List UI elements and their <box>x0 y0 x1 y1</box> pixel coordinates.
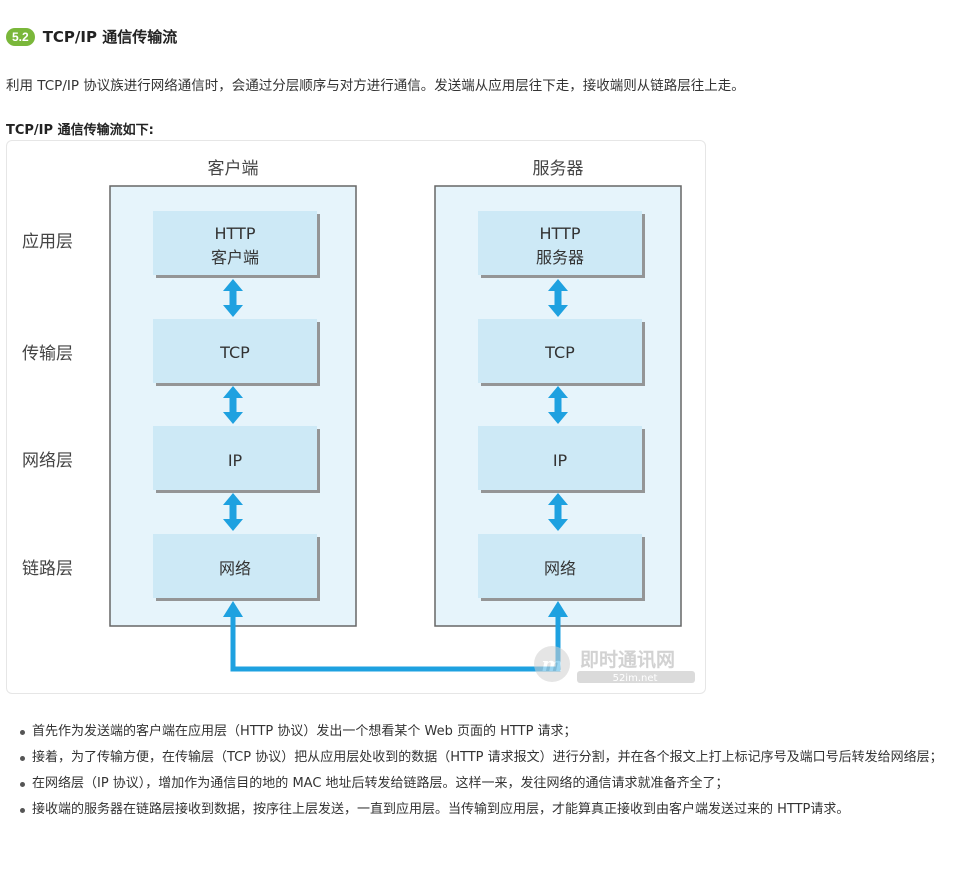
client-arrow-network-link <box>223 493 243 531</box>
server-box-tcp-label: TCP <box>544 343 575 362</box>
client-column-title: 客户端 <box>208 159 259 179</box>
list-item: 在网络层（IP 协议），增加作为通信目的地的 MAC 地址后转发给链路层。这样一… <box>20 774 950 794</box>
section-heading: 5.2 TCP/IP 通信传输流 <box>6 26 177 47</box>
bullet-dot <box>20 730 25 735</box>
client-link-arrowhead <box>223 601 243 617</box>
server-box-tcp: TCP <box>478 319 642 383</box>
svg-text:m: m <box>541 652 562 676</box>
layer-label-link: 链路层 <box>22 559 73 579</box>
list-item: 接收端的服务器在链路层接收到数据，按序往上层发送，一直到应用层。当传输到应用层，… <box>20 800 950 820</box>
watermark-name: 即时通讯网 <box>580 649 675 671</box>
client-box-http-line1: HTTP <box>215 224 256 243</box>
bullet-dot <box>20 782 25 787</box>
layer-label-application: 应用层 <box>22 232 73 252</box>
intro-paragraph: 利用 TCP/IP 协议族进行网络通信时，会通过分层顺序与对方进行通信。发送端从… <box>6 78 745 94</box>
server-arrow-network-link <box>548 493 568 531</box>
figure-caption: TCP/IP 通信传输流如下: <box>6 123 154 138</box>
watermark-url: 52im.net <box>613 673 658 684</box>
server-box-network: 网络 <box>478 534 642 598</box>
section-title: TCP/IP 通信传输流 <box>42 28 178 46</box>
server-arrow-transport-network <box>548 386 568 424</box>
client-box-tcp-label: TCP <box>219 343 250 362</box>
client-box-ip-label: IP <box>228 451 243 470</box>
client-arrow-app-transport <box>223 279 243 317</box>
server-link-arrowhead <box>548 601 568 617</box>
layer-label-network: 网络层 <box>22 451 73 471</box>
client-arrow-transport-network <box>223 386 243 424</box>
server-box-http-line2: 服务器 <box>536 248 584 267</box>
tcpip-flow-figure: 客户端 服务器 应用层 传输层 网络层 链路层 HTTP 客户端 TCP IP … <box>6 140 706 694</box>
client-box-http: HTTP 客户端 <box>153 211 317 275</box>
bullet-dot <box>20 808 25 813</box>
list-item-text: 接收端的服务器在链路层接收到数据，按序往上层发送，一直到应用层。当传输到应用层，… <box>32 802 850 817</box>
bullet-dot <box>20 756 25 761</box>
client-box-ip: IP <box>153 426 317 490</box>
client-box-network-label: 网络 <box>219 559 251 578</box>
server-column-title: 服务器 <box>533 159 584 179</box>
server-box-network-label: 网络 <box>544 559 576 578</box>
server-box-http: HTTP 服务器 <box>478 211 642 275</box>
list-item: 接着，为了传输方便，在传输层（TCP 协议）把从应用层处收到的数据（HTTP 请… <box>20 748 950 768</box>
list-item-text: 在网络层（IP 协议），增加作为通信目的地的 MAC 地址后转发给链路层。这样一… <box>32 776 729 791</box>
list-item-text: 首先作为发送端的客户端在应用层（HTTP 协议）发出一个想看某个 Web 页面的… <box>32 724 577 739</box>
server-box-ip-label: IP <box>553 451 568 470</box>
explanation-list: 首先作为发送端的客户端在应用层（HTTP 协议）发出一个想看某个 Web 页面的… <box>20 722 950 826</box>
layer-label-transport: 传输层 <box>22 344 73 364</box>
client-box-http-line2: 客户端 <box>211 248 259 267</box>
client-box-network: 网络 <box>153 534 317 598</box>
server-arrow-app-transport <box>548 279 568 317</box>
list-item-text: 接着，为了传输方便，在传输层（TCP 协议）把从应用层处收到的数据（HTTP 请… <box>32 750 943 765</box>
server-box-ip: IP <box>478 426 642 490</box>
list-item: 首先作为发送端的客户端在应用层（HTTP 协议）发出一个想看某个 Web 页面的… <box>20 722 950 742</box>
section-number-badge: 5.2 <box>6 27 35 46</box>
watermark-logo: m <box>534 646 695 683</box>
client-box-tcp: TCP <box>153 319 317 383</box>
tcpip-flow-diagram: 客户端 服务器 应用层 传输层 网络层 链路层 HTTP 客户端 TCP IP … <box>22 159 695 684</box>
server-box-http-line1: HTTP <box>540 224 581 243</box>
network-connection-line <box>230 616 561 672</box>
